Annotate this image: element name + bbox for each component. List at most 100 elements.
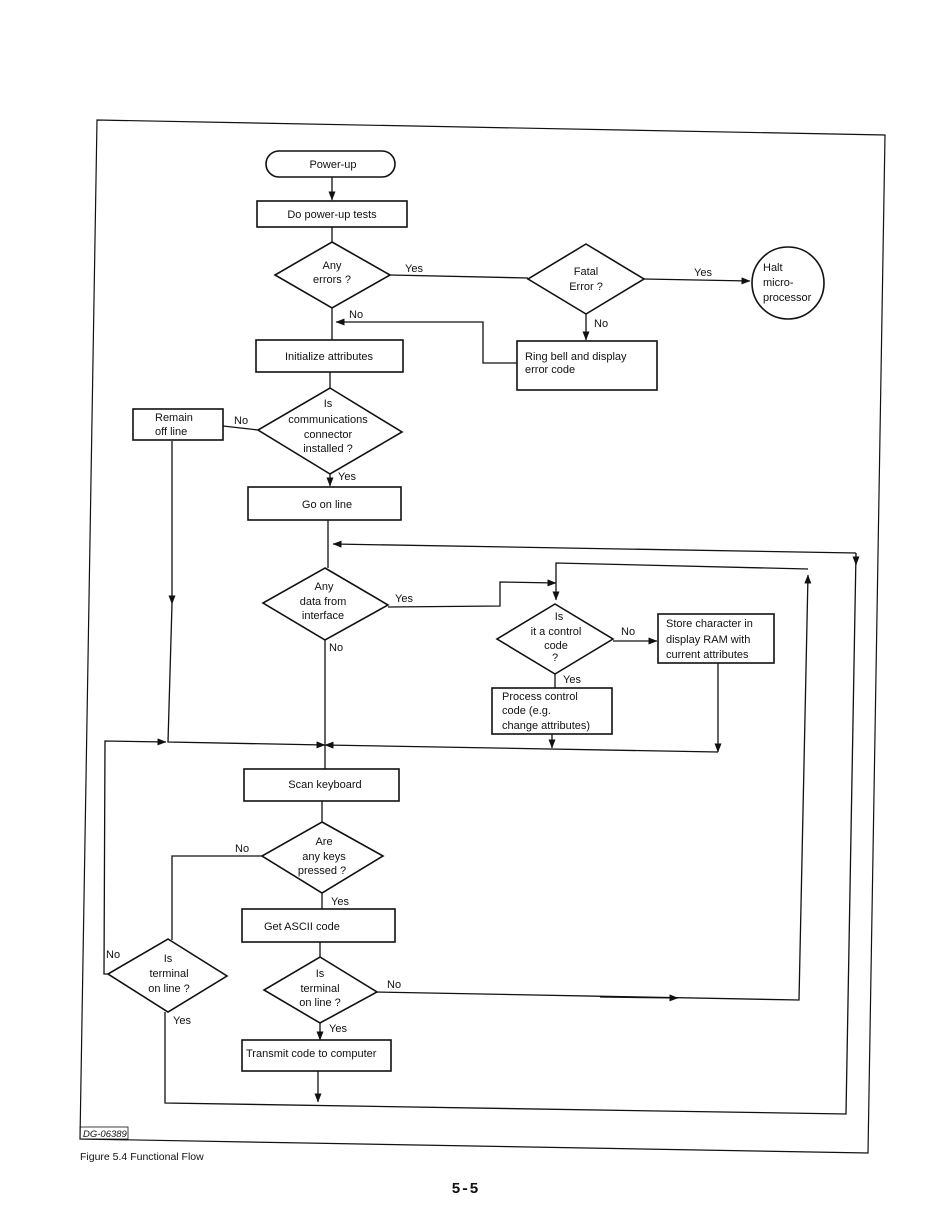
node-label: display RAM with [666, 634, 750, 646]
node-label: Initialize attributes [285, 351, 374, 363]
node-control-code: Is it a control code ? [495, 603, 615, 675]
edge-keys-left [171, 855, 262, 940]
edge-label: No [106, 949, 120, 961]
edge-data-control [387, 579, 557, 608]
node-label: Halt [763, 262, 783, 274]
node-keys-pressed: Are any keys pressed ? [260, 821, 385, 894]
edge-label: No [387, 979, 401, 991]
node-label: Any [315, 581, 334, 593]
edge-left-yes [164, 552, 860, 1115]
edge-ringbell-merge [335, 318, 517, 364]
edge-connector-offline [222, 425, 259, 431]
node-label: Is [164, 953, 173, 965]
node-label: code (e.g. [502, 705, 551, 717]
edge-terminal-no [374, 574, 812, 1001]
edge-loop-top [332, 540, 857, 554]
node-label: Scan keyboard [288, 779, 361, 791]
node-init-attributes: Initialize attributes [255, 339, 404, 373]
node-label: Are [315, 836, 332, 848]
edge-label: No [329, 642, 343, 654]
edge-label: Yes [405, 263, 423, 275]
node-label: on line ? [148, 983, 190, 995]
node-label: Fatal [574, 266, 598, 278]
node-label: Ring bell and display [525, 351, 627, 363]
node-any-errors: Any errors ? [273, 241, 392, 309]
node-label: errors ? [313, 274, 351, 286]
node-store-character: Store character in display RAM with curr… [657, 613, 775, 664]
node-label: current attributes [666, 649, 749, 661]
node-halt: Halt micro- processor [751, 246, 825, 320]
node-label: Get ASCII code [264, 921, 340, 933]
node-label: it a control [531, 626, 582, 638]
node-remain-offline: Remain off line [132, 408, 224, 441]
node-label: micro- [763, 277, 794, 289]
node-label: interface [302, 610, 344, 622]
node-label: communications [288, 414, 368, 426]
node-label: Transmit code to computer [246, 1048, 377, 1060]
node-label: error code [525, 364, 575, 376]
node-label: Any [323, 260, 342, 272]
node-label: ? [552, 652, 558, 664]
node-any-data: Any data from interface [261, 567, 390, 641]
node-connector-installed: Is communications connector installed ? [256, 387, 404, 475]
node-label: off line [155, 426, 187, 438]
figure-tag: DG-06389 [83, 1129, 128, 1140]
connectors [103, 177, 860, 1115]
node-label: connector [304, 429, 353, 441]
node-label: on line ? [299, 997, 341, 1009]
node-power-up: Power-up [265, 150, 396, 178]
node-label: Remain [155, 412, 193, 424]
node-label: code [544, 640, 568, 652]
node-label: installed ? [303, 443, 353, 455]
figure-tag-box [79, 1126, 129, 1140]
edge-label: No [594, 318, 608, 330]
edge-label: No [349, 309, 363, 321]
node-transmit: Transmit code to computer [241, 1039, 392, 1072]
node-label: Go on line [302, 499, 352, 511]
node-label: data from [300, 596, 346, 608]
figure-frame [79, 119, 886, 1154]
edge-label: Yes [395, 593, 413, 605]
node-power-tests: Do power-up tests [256, 200, 408, 228]
node-label: Power-up [309, 159, 356, 171]
edge-fatal-halt [643, 277, 751, 285]
node-get-ascii: Get ASCII code [241, 908, 396, 943]
page-number: 5-5 [451, 1181, 478, 1198]
node-label: change attributes) [502, 720, 590, 732]
node-process-control: Process control code (e.g. change attrib… [491, 687, 613, 735]
node-label: Is [324, 398, 333, 410]
node-label: terminal [149, 968, 188, 980]
node-terminal-online-left: Is terminal on line ? [106, 938, 229, 1013]
edge-label: Yes [329, 1023, 347, 1035]
edge-label: Yes [694, 267, 712, 279]
edge-label: Yes [563, 674, 581, 686]
edge-return-control [552, 562, 809, 601]
edge-labels: Yes Yes No No No Yes Yes No Yes No Yes N… [106, 263, 712, 1035]
node-label: pressed ? [298, 865, 346, 877]
node-label: Store character in [666, 618, 753, 630]
edge-label: No [234, 415, 248, 427]
edge-left-no [103, 738, 167, 975]
node-label: Process control [502, 691, 578, 703]
node-go-online: Go on line [247, 486, 402, 521]
node-label: Is [316, 968, 325, 980]
node-label: Is [555, 611, 564, 623]
node-label: processor [763, 292, 812, 304]
node-label: terminal [300, 983, 339, 995]
edge-terminal-no-arrow [599, 994, 679, 1002]
edge-label: Yes [331, 896, 349, 908]
edge-label: Yes [173, 1015, 191, 1027]
figure-caption: Figure 5.4 Functional Flow [80, 1151, 204, 1163]
node-label: any keys [302, 851, 346, 863]
edge-label: Yes [338, 471, 356, 483]
node-scan-keyboard: Scan keyboard [243, 768, 400, 802]
node-fatal-error: Fatal Error ? [526, 243, 646, 315]
node-label: Error ? [569, 281, 603, 293]
node-terminal-online-main: Is terminal on line ? [262, 956, 379, 1024]
node-ring-bell: Ring bell and display error code [516, 340, 658, 391]
node-label: Do power-up tests [287, 209, 377, 221]
edge-label: No [621, 626, 635, 638]
edge-offline-merge [167, 603, 326, 749]
edge-store-merge [324, 741, 719, 753]
edge-label: No [235, 843, 249, 855]
